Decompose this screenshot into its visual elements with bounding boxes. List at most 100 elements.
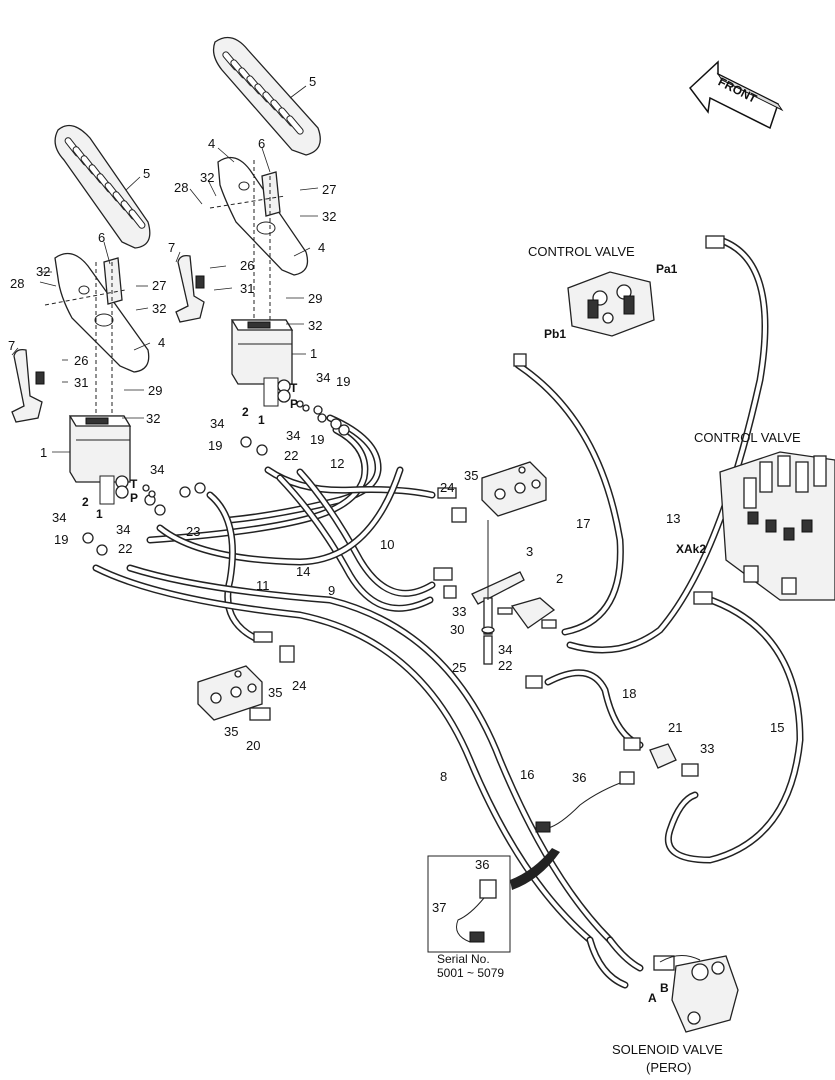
callout-35b: 35 (268, 685, 282, 700)
callout-32e: 32 (308, 318, 322, 333)
serial-inset: Serial No. 5001 ~ 5079 (427, 848, 560, 980)
callout-19a: 19 (336, 374, 350, 389)
callout-27a: 27 (322, 182, 336, 197)
port-p-right: P (290, 397, 298, 411)
callout-32a: 32 (200, 170, 214, 185)
component-labels: CONTROL VALVE CONTROL VALVE SOLENOID VAL… (130, 244, 801, 1075)
callout-34e: 34 (52, 510, 66, 525)
fittings (82, 235, 725, 777)
pedal-valve-right (230, 319, 294, 407)
callout-4c: 4 (158, 335, 165, 350)
callout-28a: 28 (174, 180, 188, 195)
callout-7a: 7 (168, 240, 175, 255)
callout-19b: 19 (310, 432, 324, 447)
callout-26a: 26 (240, 258, 254, 273)
sensor-wire (535, 771, 635, 833)
callout-31b: 31 (74, 375, 88, 390)
callout-19d: 19 (54, 532, 68, 547)
control-valve-small (567, 271, 655, 337)
control-valve-label-2: CONTROL VALVE (694, 430, 801, 445)
port-p-left: P (130, 491, 138, 505)
callout-30: 30 (450, 622, 464, 637)
callout-28b: 28 (10, 276, 24, 291)
callout-12: 12 (330, 456, 344, 471)
callout-33a: 33 (452, 604, 466, 619)
port-t-right: T (290, 381, 298, 395)
callout-29a: 29 (308, 291, 322, 306)
serial-label: Serial No. (437, 952, 490, 966)
callout-14: 14 (296, 564, 310, 579)
pedal-left (54, 124, 151, 249)
callout-27b: 27 (152, 278, 166, 293)
callout-36a: 36 (572, 770, 586, 785)
callout-7b: 7 (8, 338, 15, 353)
callout-31a: 31 (240, 281, 254, 296)
callout-24b: 24 (292, 678, 306, 693)
callout-2b: 2 (82, 495, 89, 509)
port-xak2: XAk2 (676, 542, 706, 556)
callout-24a: 24 (440, 480, 454, 495)
serial-range: 5001 ~ 5079 (437, 966, 504, 980)
callout-13: 13 (666, 511, 680, 526)
callout-34f: 34 (116, 522, 130, 537)
callout-2c: 2 (556, 571, 563, 586)
bracket-right (175, 254, 205, 323)
manifold-block-lower (197, 665, 263, 721)
port-a: A (648, 991, 657, 1005)
callout-21: 21 (668, 720, 682, 735)
callout-36b: 36 (475, 857, 489, 872)
callout-17: 17 (576, 516, 590, 531)
callout-32b: 32 (322, 209, 336, 224)
front-arrow: FRONT (688, 60, 784, 130)
callout-22c: 22 (498, 658, 512, 673)
callout-6b: 6 (98, 230, 105, 245)
callout-35c: 35 (224, 724, 238, 739)
solenoid-valve (653, 955, 739, 1033)
callout-34c: 34 (286, 428, 300, 443)
callout-20: 20 (246, 738, 260, 753)
callout-1d: 1 (96, 507, 103, 521)
callout-34g: 34 (498, 642, 512, 657)
callout-6a: 6 (258, 136, 265, 151)
shuttle-block (497, 597, 557, 629)
callout-34a: 34 (316, 370, 330, 385)
pedal-plate-right (217, 156, 309, 276)
port-pb1: Pb1 (544, 327, 566, 341)
callout-22b: 22 (118, 541, 132, 556)
callout-19c: 19 (208, 438, 222, 453)
leader-lines (11, 85, 319, 453)
callout-32f: 32 (146, 411, 160, 426)
callout-8: 8 (440, 769, 447, 784)
callout-9: 9 (328, 583, 335, 598)
tee-fitting (649, 743, 677, 769)
pedal-right (212, 36, 321, 156)
callout-32c: 32 (36, 264, 50, 279)
callout-23: 23 (186, 524, 200, 539)
callout-37: 37 (432, 900, 446, 915)
callout-15: 15 (770, 720, 784, 735)
callout-numbers: 5 5 4 4 4 6 6 28 28 32 32 32 32 32 32 27… (8, 74, 784, 915)
callout-4a: 4 (208, 136, 215, 151)
callout-5a: 5 (309, 74, 316, 89)
callout-4b: 4 (318, 240, 325, 255)
mount-bracket (471, 520, 525, 665)
control-valve-large (719, 451, 835, 601)
callout-25: 25 (452, 660, 466, 675)
assembly-guides (44, 160, 286, 420)
pedal-plate-left (54, 252, 150, 373)
callout-16: 16 (520, 767, 534, 782)
port-b: B (660, 981, 669, 995)
callout-34b: 34 (210, 416, 224, 431)
callout-18: 18 (622, 686, 636, 701)
callout-10: 10 (380, 537, 394, 552)
callout-1b: 1 (40, 445, 47, 460)
manifold-block-upper (481, 461, 547, 517)
callout-1c: 1 (258, 413, 265, 427)
solenoid-valve-label: SOLENOID VALVE (612, 1042, 723, 1057)
callout-3: 3 (526, 544, 533, 559)
port-pa1: Pa1 (656, 262, 678, 276)
callout-2a: 2 (242, 405, 249, 419)
callout-32d: 32 (152, 301, 166, 316)
callout-29b: 29 (148, 383, 162, 398)
